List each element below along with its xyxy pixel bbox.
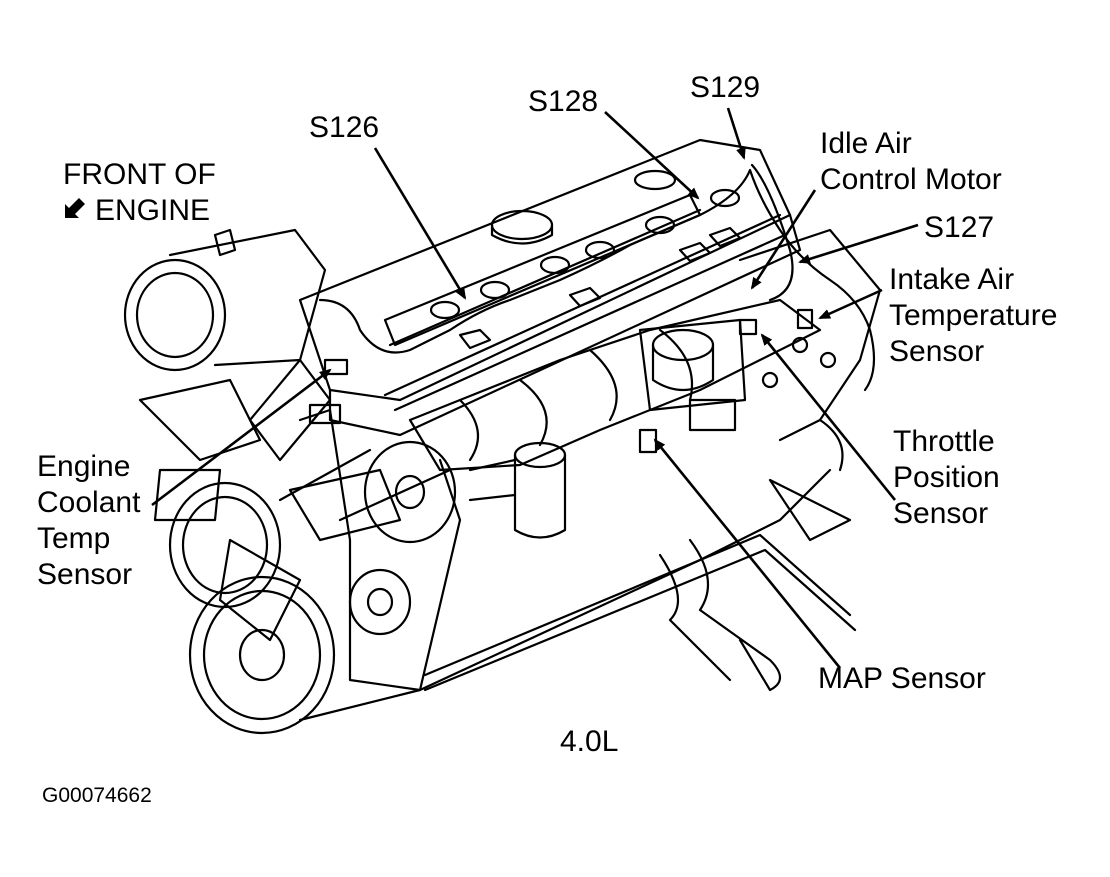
label-intake-air-temperature-sensor: Intake Air Temperature Sensor [889,263,1058,368]
label-s127: S127 [924,211,995,244]
leader-s129 [726,107,746,160]
label-engine-coolant-temp-sensor: Engine Coolant Temp Sensor [37,450,141,591]
leader-s127 [798,223,919,264]
iat-connector [796,308,814,330]
engine-block [298,408,832,692]
leader-s126 [373,147,467,300]
exhaust-pipe [658,538,782,692]
water-pump-pulley [363,440,457,544]
label-s126: S126 [309,111,380,144]
reservoir [468,441,567,539]
leader-idle-air [750,189,817,290]
front-of-engine-label: FRONT OF ENGINE [63,158,216,227]
arrow-left-down-icon [65,198,85,218]
label-idle-air-control-motor: Idle Air Control Motor [820,127,1002,196]
figure-id: G00074662 [42,784,152,807]
label-throttle-position-sensor: Throttle Position Sensor [893,425,1000,530]
crankshaft-pulley [168,481,336,735]
drive-belt [278,448,462,722]
label-s128: S128 [528,85,599,118]
leader-map [653,438,842,669]
alternator [123,228,327,372]
idler-pulley [348,568,412,636]
leader-s128 [604,111,700,200]
oil-filler-cap [490,209,554,241]
tps-connector [738,318,758,336]
cooling-fan [138,358,402,642]
leader-intake-air [818,288,883,320]
coolant-sensor-connector [323,358,349,376]
engine-size-caption: 4.0L [560,725,619,758]
intake-manifold [408,298,822,472]
leader-throttle [760,333,897,501]
label-s129: S129 [690,71,761,104]
label-map-sensor: MAP Sensor [818,662,986,695]
leader-coolant [151,368,332,507]
throttle-body [638,318,747,432]
brake-lines [423,533,852,677]
map-sensor-connector [638,428,658,454]
fuel-rail [388,188,742,350]
